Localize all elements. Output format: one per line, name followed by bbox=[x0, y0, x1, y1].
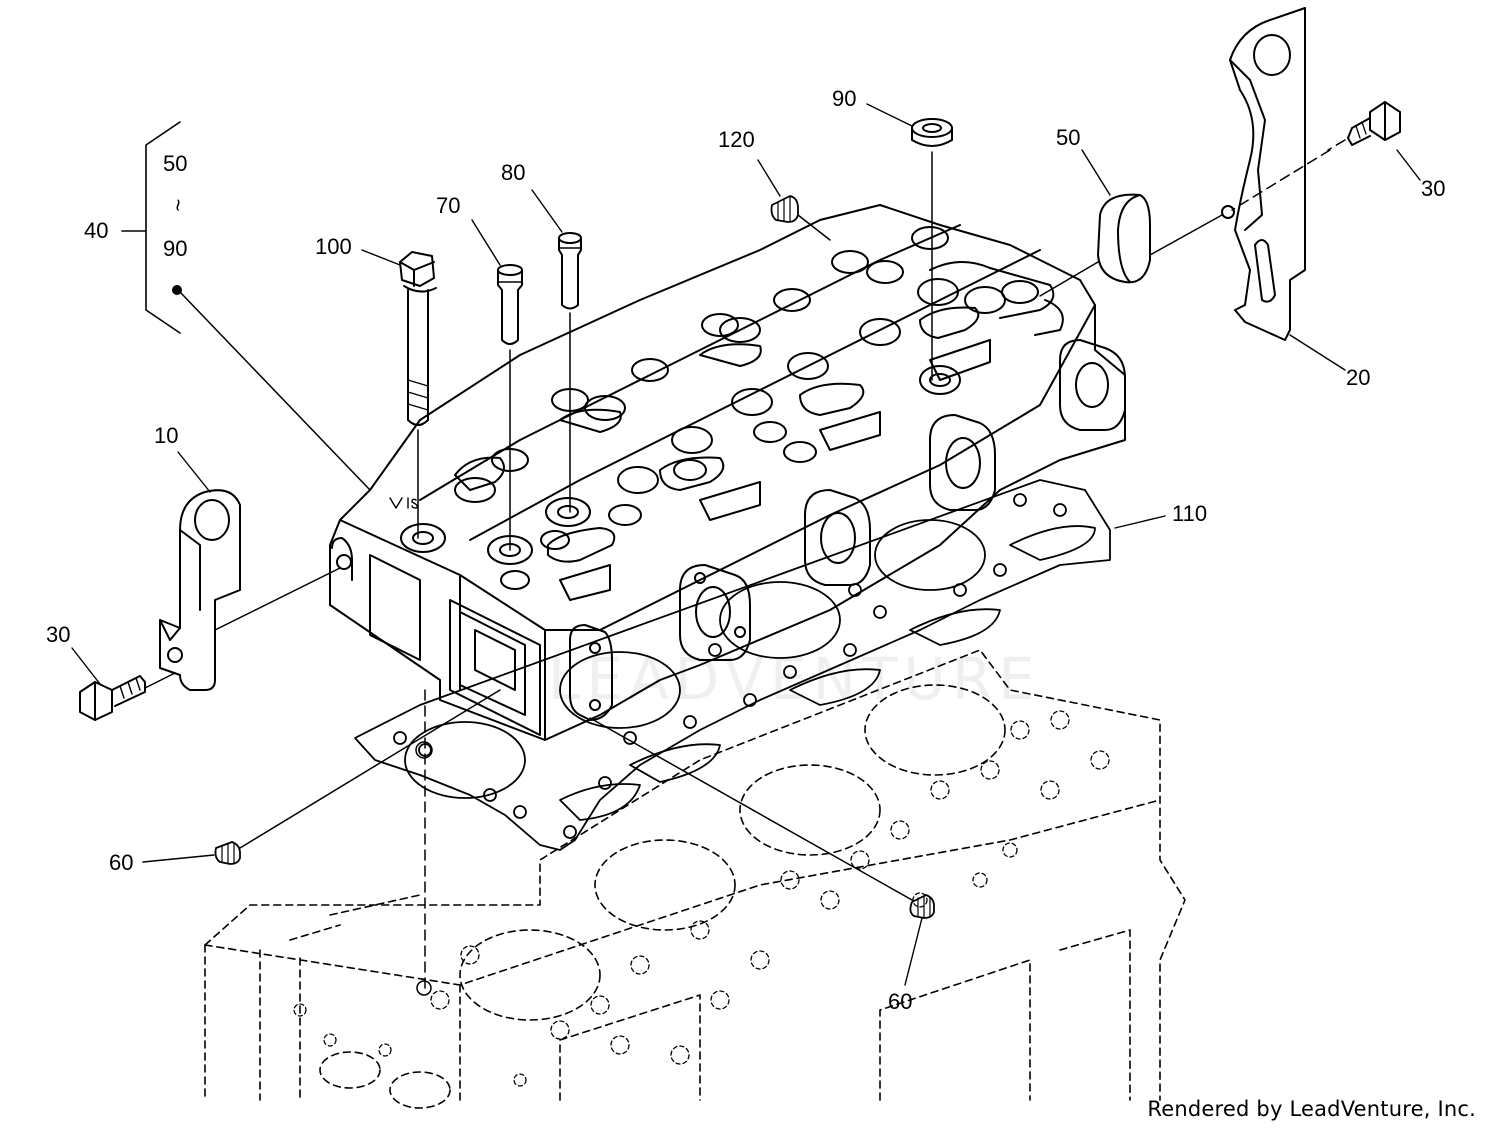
callout-30-left: 30 bbox=[46, 622, 71, 647]
group-bracket-40 bbox=[145, 121, 181, 334]
assembly-dot bbox=[172, 285, 182, 295]
callout-leaders bbox=[71, 103, 1421, 986]
hanger-bracket-right bbox=[1221, 7, 1306, 341]
callout-110: 110 bbox=[1172, 501, 1208, 526]
cylinder-head bbox=[329, 204, 1126, 741]
callout-40-range-start: 50 bbox=[163, 151, 188, 176]
assembly-center-lines bbox=[144, 139, 1346, 996]
valve-guide-80 bbox=[558, 232, 582, 310]
callout-100: 100 bbox=[315, 234, 352, 259]
callout-90: 90 bbox=[832, 86, 857, 111]
small-plug-120 bbox=[770, 195, 799, 223]
screw-plug-bottom bbox=[909, 894, 935, 919]
callout-120: 120 bbox=[718, 127, 755, 152]
callout-60-left: 60 bbox=[109, 850, 134, 875]
callout-70: 70 bbox=[436, 193, 461, 218]
callout-60-bottom: 60 bbox=[888, 989, 913, 1014]
render-credit: Rendered by LeadVenture, Inc. bbox=[1147, 1097, 1476, 1121]
callout-40-range-end: 90 bbox=[163, 236, 188, 261]
callout-30-right: 30 bbox=[1421, 176, 1446, 201]
hanger-bracket-left bbox=[159, 489, 241, 691]
callout-40: 40 bbox=[84, 218, 109, 243]
head-bolt bbox=[399, 251, 437, 426]
callout-40-range-tilde: ~ bbox=[165, 198, 191, 212]
callout-10: 10 bbox=[154, 423, 179, 448]
callout-50: 50 bbox=[1056, 125, 1081, 150]
expansion-plug bbox=[1097, 193, 1151, 284]
watermark: LEADVENTURE bbox=[548, 645, 1041, 713]
flange-bolt-right bbox=[1347, 101, 1401, 146]
callout-80: 80 bbox=[501, 160, 526, 185]
engine-block-holes bbox=[293, 710, 1110, 1087]
screw-plug-left bbox=[214, 841, 241, 865]
engine-block bbox=[204, 649, 1186, 1109]
valve-guide-70 bbox=[497, 264, 523, 345]
valve-stem-seal bbox=[911, 118, 953, 147]
flange-bolt-left bbox=[79, 675, 146, 721]
callout-20: 20 bbox=[1346, 365, 1371, 390]
